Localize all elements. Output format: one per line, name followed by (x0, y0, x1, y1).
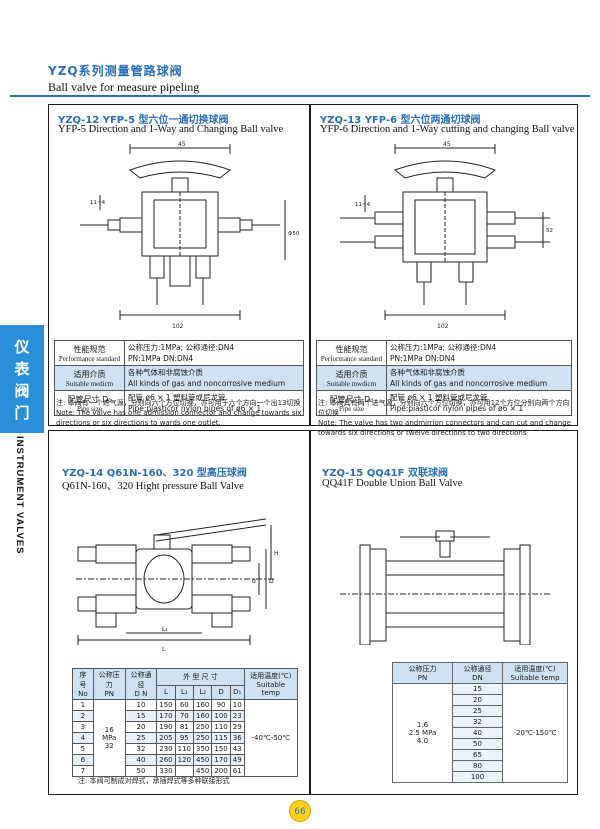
section-title-yzq15-cn: YZQ-15 QQ41F 双联球阀 (322, 468, 448, 479)
dim-bottom-yzq13: 102 (437, 323, 449, 330)
dim-d1-yzq14: d (252, 578, 256, 585)
section-title-yzq12-cn: YZQ-12 YFP-5 型六位一通切换球阀 (58, 115, 229, 126)
dim-l1-yzq14: L₁ (162, 626, 168, 633)
drawing-yzq13: 45 102 11~4 52 (340, 141, 553, 330)
side-tab-char: 表 (14, 360, 30, 378)
drawing-yzq15 (340, 530, 550, 645)
section-title-yzq14-cn: YZQ-14 Q61N-160、320 型高压球阀 (62, 468, 247, 479)
note-yzq12: 注: 本阀有一个进气源，分别向六个方位切换，亦可用于六个方向一个出13切换 No… (56, 399, 302, 427)
side-tab-label-cn: 仪 表 阀 门 (8, 336, 36, 424)
dim-right-yzq12: Φ50 (288, 231, 300, 237)
page-title-cn: YZQ系列测量管路球阀 (48, 64, 183, 78)
note-yzq13: 注: 本阀具有两个进气源，分别向六个方位切换，亦可用12个方位分别向两个方向位切… (318, 399, 572, 437)
panel-yzq14 (48, 430, 310, 795)
temp-cell: -40℃-50℃ (243, 699, 299, 777)
dim-left-yzq12: 11~4 (90, 200, 106, 206)
header-divider (10, 95, 590, 97)
side-tab-label-en: INSTRUMENT VALVES (14, 436, 25, 555)
dim-right-yzq13: 52 (546, 228, 553, 234)
dim-l-yzq14: L (162, 646, 166, 653)
panel-yzq13 (310, 104, 578, 426)
drawing-yzq12: 45 102 11~4 Φ50 (80, 141, 300, 330)
section-title-yzq15-en: QQ41F Double Union Ball Valve (322, 478, 463, 489)
side-tab-char: 门 (14, 404, 30, 422)
table-row: 65 (393, 749, 568, 761)
table-row: 100 (393, 771, 568, 783)
dim-top-yzq12: 45 (178, 141, 186, 148)
page-number-badge: 66 (289, 800, 311, 822)
side-tab (0, 325, 44, 433)
panel-yzq15 (310, 430, 578, 795)
dim-left-yzq13: 11~4 (355, 202, 371, 208)
panel-yzq12 (48, 104, 310, 426)
section-title-yzq12-en: YFP-5 Direction and 1-Way and Changing B… (58, 124, 284, 135)
dim-h-yzq14: H (274, 550, 279, 557)
note-yzq14: 注: 本阀可制成对焊式，承插焊式等多种联接形式 (78, 777, 230, 785)
section-title-yzq14-en: Q61N-160、320 Hight pressure Ball Valve (62, 481, 244, 492)
side-tab-char: 阀 (14, 382, 30, 400)
temp-cell: -20℃-150℃ (502, 683, 568, 783)
page-title-en: Ball valve for measure pipeling (48, 80, 200, 94)
side-tab-char: 仪 (14, 338, 30, 356)
dim-bottom-yzq12: 102 (172, 323, 184, 330)
dim-d-yzq14: D (269, 578, 274, 585)
section-title-yzq13-cn: YZQ-13 YFP-6 型六位两通切球阀 (320, 115, 481, 126)
dim-top-yzq13: 45 (443, 141, 451, 148)
section-title-yzq13-en: YFP-6 Direction and 1-Way cutting and ch… (320, 124, 575, 135)
drawing-yzq14: H D d L₁ L (76, 518, 279, 653)
